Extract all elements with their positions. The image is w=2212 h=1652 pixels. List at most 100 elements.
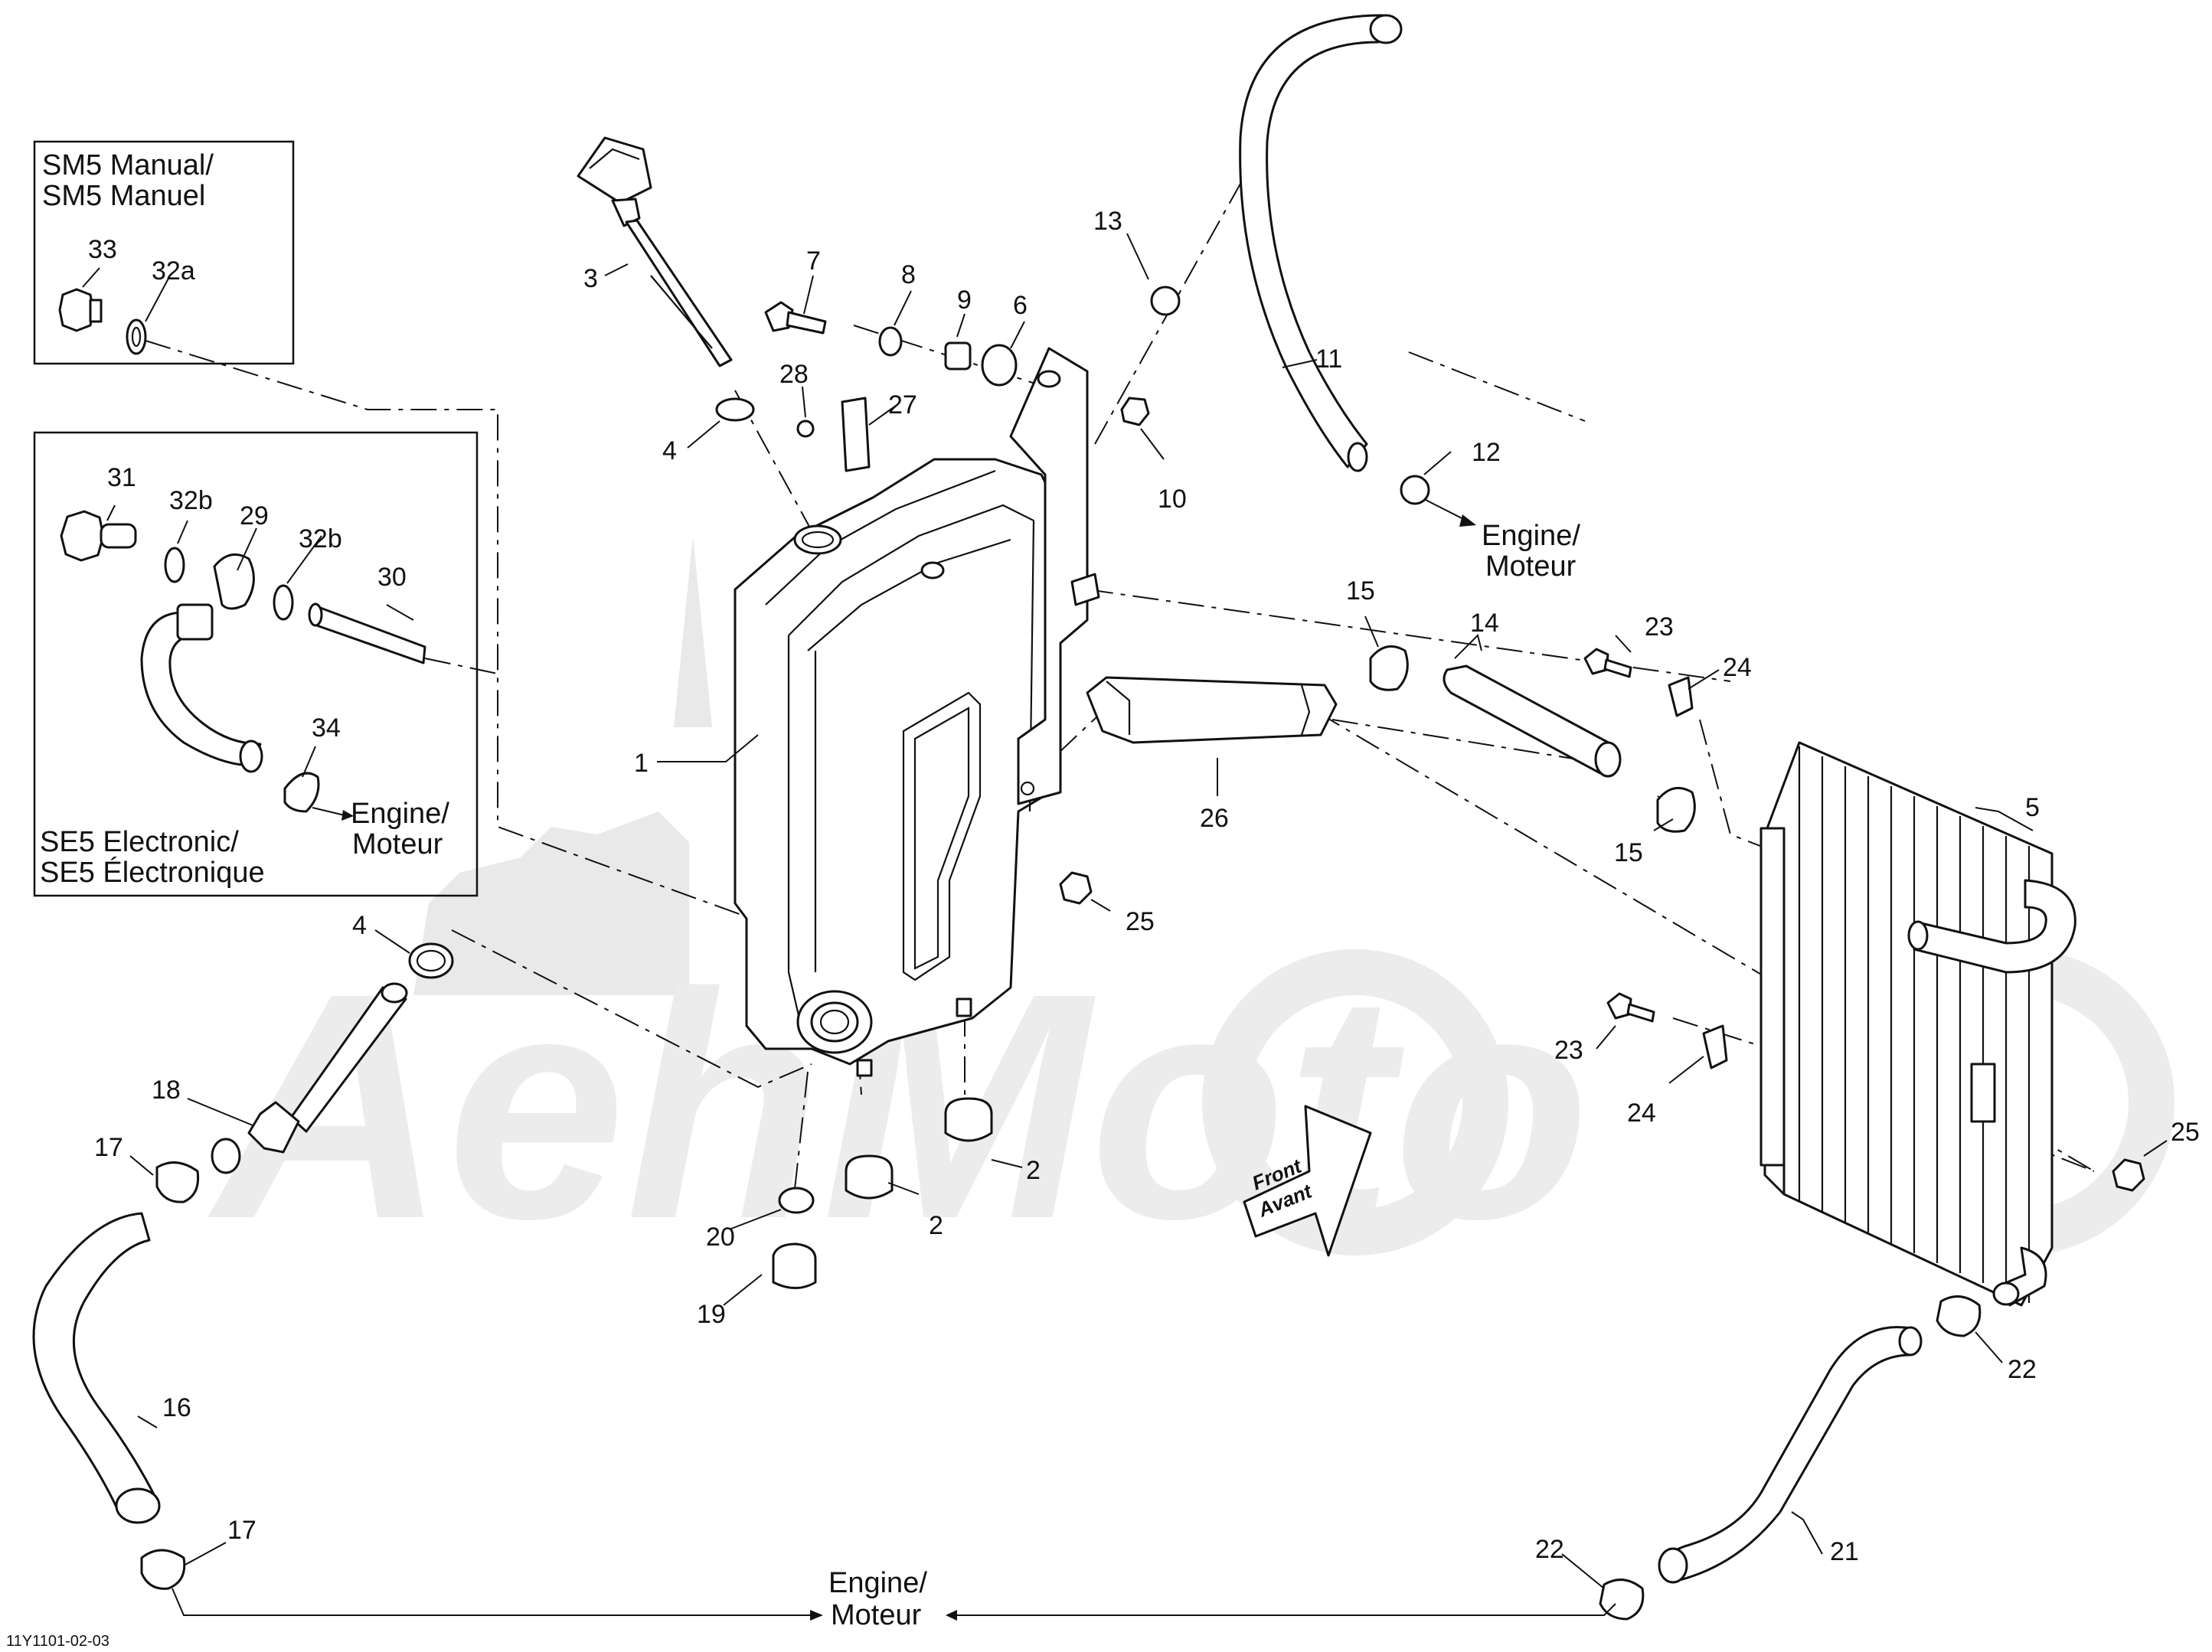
hose-14 bbox=[1443, 664, 1617, 775]
inset-manual-title-1: SM5 Manual/ bbox=[42, 149, 214, 181]
clip-27 bbox=[841, 397, 871, 472]
washer-8 bbox=[878, 326, 903, 357]
callout-24-bottom: 24 bbox=[1627, 1099, 1656, 1128]
bracket-26 bbox=[1086, 676, 1338, 744]
callout-26: 26 bbox=[1200, 804, 1229, 833]
callout-23-bottom: 23 bbox=[1554, 1036, 1583, 1065]
callout-21: 21 bbox=[1830, 1537, 1859, 1566]
callout-6: 6 bbox=[1013, 291, 1028, 320]
callout-15-bottom: 15 bbox=[1614, 838, 1643, 867]
callout-22-bottom: 22 bbox=[1535, 1535, 1564, 1564]
inset-manual: SM5 Manual/ SM5 Manuel bbox=[33, 140, 295, 365]
callout-3: 3 bbox=[583, 264, 598, 293]
dipstick-3 bbox=[577, 136, 733, 367]
callout-28: 28 bbox=[779, 360, 809, 389]
washer-32b-2 bbox=[273, 584, 294, 621]
clamp-17-top bbox=[155, 1161, 200, 1203]
inset-electronic: SE5 Electronic/ SE5 Électronique Engine/… bbox=[33, 431, 479, 897]
inset-electronic-title-2: SE5 Électronique bbox=[40, 856, 265, 889]
inset-electronic-title-1: SE5 Electronic/ bbox=[40, 826, 239, 858]
callout-22-top: 22 bbox=[2008, 1355, 2037, 1384]
callout-7: 7 bbox=[806, 246, 821, 276]
oil-tank-1 bbox=[734, 458, 1058, 1077]
callout-14: 14 bbox=[1470, 609, 1499, 638]
clamp-22-top bbox=[1936, 1295, 1982, 1337]
oil-cooler-5 bbox=[1759, 741, 2076, 1307]
banjo-bolt-31 bbox=[60, 510, 105, 562]
banjo-fitting-29 bbox=[213, 553, 255, 610]
callout-17-top: 17 bbox=[94, 1133, 123, 1162]
drain-plug-19 bbox=[772, 1242, 817, 1289]
callout-16: 16 bbox=[162, 1393, 191, 1422]
callout-13: 13 bbox=[1093, 207, 1122, 236]
callout-labels: 1 2 2 3 4 4 5 6 7 8 9 10 11 12 13 14 15 … bbox=[88, 207, 2200, 1566]
mounting-bracket bbox=[1009, 347, 1100, 805]
callout-20: 20 bbox=[706, 1223, 735, 1252]
clip-nut-24-bottom bbox=[1702, 1024, 1728, 1069]
bolt-7 bbox=[764, 301, 827, 335]
engine-label-inset-1: Engine/ bbox=[351, 798, 449, 830]
callout-4-bottom: 4 bbox=[352, 911, 367, 940]
callout-9: 9 bbox=[957, 286, 972, 315]
diagram-code: 11Y1101-02-03 bbox=[6, 1633, 109, 1650]
callout-34: 34 bbox=[312, 713, 341, 743]
callout-27: 27 bbox=[888, 390, 917, 420]
callout-30: 30 bbox=[377, 563, 407, 592]
fitting-18 bbox=[247, 1101, 300, 1154]
callout-25-right: 25 bbox=[2171, 1118, 2200, 1147]
callout-8: 8 bbox=[901, 260, 916, 289]
callout-2-b: 2 bbox=[929, 1211, 943, 1240]
clamp-17-bottom bbox=[140, 1549, 186, 1590]
washer-32a bbox=[126, 318, 147, 355]
engine-label-top-1: Engine/ bbox=[1482, 520, 1580, 552]
grommet-6 bbox=[981, 344, 1018, 387]
nut-25-right bbox=[2112, 1158, 2145, 1192]
o-ring-4-bottom bbox=[408, 942, 454, 979]
vent-hose-11 bbox=[1239, 14, 1403, 472]
clamp-15-top bbox=[1369, 645, 1409, 691]
engine-label-bottom-2: Moteur bbox=[831, 1599, 922, 1631]
filler-neck bbox=[793, 524, 842, 555]
callout-29: 29 bbox=[240, 501, 269, 531]
screw-28 bbox=[796, 420, 815, 438]
clamp-12 bbox=[1400, 475, 1430, 505]
callout-23-top: 23 bbox=[1645, 612, 1674, 642]
nut-10 bbox=[1120, 397, 1150, 426]
grommet-2-b bbox=[845, 1154, 894, 1200]
spacer-9 bbox=[944, 341, 972, 371]
engine-label-bottom-1: Engine/ bbox=[828, 1567, 927, 1599]
grommet-2-a bbox=[944, 1097, 993, 1142]
callout-24-top: 24 bbox=[1723, 653, 1752, 682]
hose-16 bbox=[32, 1212, 158, 1513]
inset-manual-title-2: SM5 Manuel bbox=[42, 180, 205, 212]
callout-17-bottom: 17 bbox=[227, 1516, 256, 1545]
callout-2-a: 2 bbox=[1026, 1156, 1041, 1185]
plug-bolt-33 bbox=[58, 288, 95, 332]
callout-19: 19 bbox=[697, 1300, 726, 1329]
callout-1: 1 bbox=[634, 749, 649, 778]
callout-31: 31 bbox=[107, 463, 136, 492]
callout-4-top: 4 bbox=[662, 436, 677, 465]
nut-25-center bbox=[1059, 871, 1093, 905]
clamp-34 bbox=[283, 772, 320, 813]
callout-15-top: 15 bbox=[1346, 576, 1375, 606]
engine-label-top-2: Moteur bbox=[1485, 550, 1576, 583]
callout-32b-b: 32b bbox=[299, 524, 342, 553]
washer-20 bbox=[778, 1187, 815, 1214]
engine-label-inset-2: Moteur bbox=[352, 828, 443, 860]
callout-32a: 32a bbox=[152, 256, 195, 286]
callout-18: 18 bbox=[152, 1076, 181, 1105]
callout-10: 10 bbox=[1158, 485, 1187, 514]
leader-lines bbox=[82, 233, 2168, 1589]
callout-25-center: 25 bbox=[1126, 907, 1155, 936]
clamp-13 bbox=[1150, 286, 1181, 316]
hose-21 bbox=[1664, 1326, 1912, 1582]
o-ring-4-top bbox=[715, 397, 755, 422]
pipe-30 bbox=[311, 605, 426, 664]
callout-5: 5 bbox=[2025, 793, 2040, 822]
callout-12: 12 bbox=[1472, 438, 1501, 467]
callout-32b-a: 32b bbox=[169, 486, 213, 515]
callout-11: 11 bbox=[1315, 344, 1342, 374]
